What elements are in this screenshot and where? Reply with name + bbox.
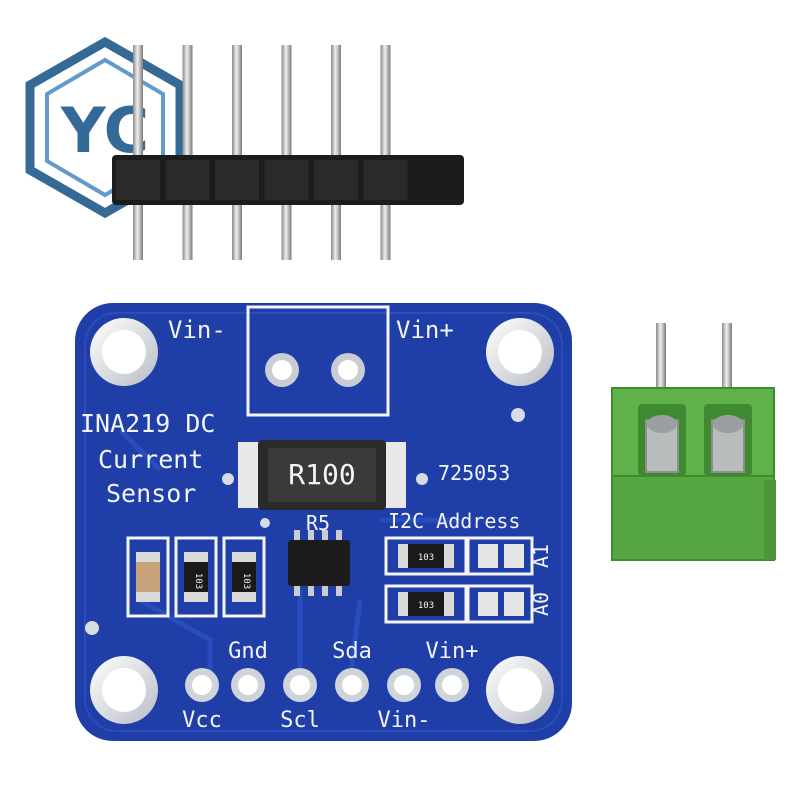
label-res-code-2: 103 [241,573,251,589]
header-pad-hole-6 [442,675,462,695]
label-part-number: 725053 [438,461,510,485]
header-segment-6 [363,160,408,200]
label-shunt: R100 [288,458,355,491]
label-vin-plus-top: Vin+ [396,316,454,344]
ina219-breakout-board: Vin- Vin+ INA219 DC Current Sensor R100 … [75,303,572,741]
resistor-a0 [384,584,468,624]
label-res-code-4: 103 [418,601,434,611]
jumper-a1 [466,536,534,576]
header-pad-hole-2 [238,675,258,695]
header-segment-3 [215,160,259,200]
label-vin-plus-bottom: Vin+ [426,639,479,664]
terminal-footprint [246,305,390,417]
resistor-left-2 [222,536,266,618]
capacitor [126,536,170,618]
mounting-hole-top-left [90,318,158,386]
screw-terminal-block [611,323,776,561]
terminal-pin-left [656,323,666,403]
mounting-hole-bottom-left [90,656,158,724]
header-pin-1 [133,45,143,260]
label-gnd: Gnd [228,639,268,664]
mounting-hole-top-right [486,318,554,386]
label-vcc: Vcc [182,708,222,733]
header-segment-5 [314,160,358,200]
label-vin-minus-bottom: Vin- [378,708,431,733]
header-pin-2 [182,45,193,260]
terminal-pad-left [265,353,299,387]
label-i2c-address: I2C Address [388,509,520,533]
header-pad-hole-5 [394,675,414,695]
header-pad-hole-1 [192,675,212,695]
terminal-body-bottom [611,475,775,561]
header-segment-2 [165,160,210,200]
resistor-left-1 [174,536,218,618]
header-pin-6 [380,45,391,260]
label-res-code-3: 103 [418,553,434,563]
label-scl: Scl [280,708,320,733]
header-pin-3 [232,45,242,260]
label-sda: Sda [332,639,372,664]
header-pad-hole-4 [342,675,362,695]
header-segment-1 [116,160,160,200]
pin-header [112,45,464,260]
terminal-pin-right [722,323,732,403]
label-r5: R5 [306,511,330,535]
label-a1: A1 [529,544,553,568]
mounting-hole-bottom-right [486,656,554,724]
header-pad-hole-3 [290,675,310,695]
ina219-chip [288,530,350,596]
label-res-code-1: 103 [193,573,203,589]
jumper-a0 [466,584,534,624]
resistor-a1 [384,536,468,576]
terminal-pad-right [331,353,365,387]
label-title-line2: Current [98,445,203,474]
bottom-header-pads [185,668,469,702]
label-title-line1: INA219 DC [80,409,215,438]
label-a0: A0 [529,592,553,616]
label-vin-minus-top: Vin- [168,316,226,344]
header-pin-4 [281,45,292,260]
header-segment-4 [264,160,309,200]
header-pin-5 [331,45,341,260]
label-title-line3: Sensor [106,479,196,508]
